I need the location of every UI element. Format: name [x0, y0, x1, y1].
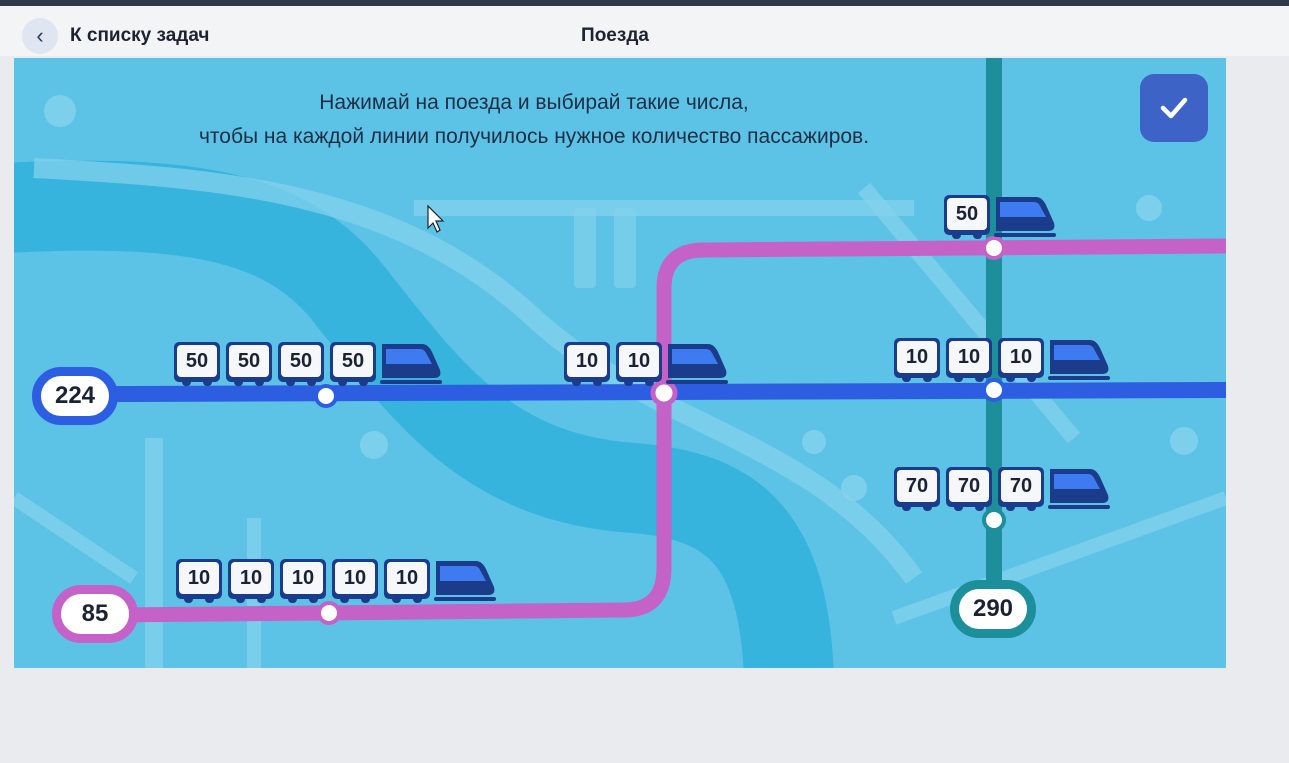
train-wagon[interactable]: 10: [280, 559, 326, 603]
train-wagon[interactable]: 10: [894, 338, 940, 382]
train-wagon[interactable]: 10: [176, 559, 222, 603]
wagon-value: 50: [281, 345, 321, 377]
wagon-wheels: [624, 380, 654, 386]
checkmark-icon: [1160, 97, 1188, 119]
station: [982, 236, 1006, 260]
dot: [44, 95, 76, 127]
wagon-value: 10: [387, 562, 427, 594]
check-button[interactable]: [1140, 74, 1208, 142]
wagon-wheels: [572, 380, 602, 386]
back-link[interactable]: К списку задач: [70, 25, 210, 46]
locomotive-icon[interactable]: [434, 557, 496, 603]
station: [982, 508, 1006, 532]
wagon-wheels: [288, 597, 318, 603]
locomotive-icon[interactable]: [1048, 336, 1110, 382]
river: [14, 160, 834, 668]
wagon-wheels: [340, 597, 370, 603]
road: [891, 491, 1226, 625]
wagon-value: 10: [231, 562, 271, 594]
dot: [841, 475, 867, 501]
station: [317, 601, 341, 625]
wagon-value: 50: [229, 345, 269, 377]
wagon-value: 50: [947, 198, 987, 230]
target-purple: 85: [52, 585, 138, 643]
locomotive-icon[interactable]: [380, 340, 442, 386]
wagon-wheels: [184, 597, 214, 603]
wagon-value: 70: [1001, 470, 1041, 502]
instruction-line-2: чтобы на каждой линии получилось нужное …: [198, 125, 870, 148]
locomotive-icon[interactable]: [994, 193, 1056, 239]
wagon-wheels: [1006, 376, 1036, 382]
train-wagon[interactable]: 10: [564, 342, 610, 386]
wagon-value: 70: [949, 470, 989, 502]
chevron-left-icon: ‹: [36, 23, 44, 48]
wagon-wheels: [338, 380, 368, 386]
wagon-value: 10: [949, 341, 989, 373]
dot: [360, 431, 388, 459]
station: [982, 378, 1006, 402]
train-wagon[interactable]: 10: [946, 338, 992, 382]
wagon-wheels: [952, 233, 982, 239]
wagon-value: 70: [897, 470, 937, 502]
wagon-value: 50: [333, 345, 373, 377]
train-wagon[interactable]: 10: [332, 559, 378, 603]
train-wagon[interactable]: 50: [330, 342, 376, 386]
purple-line: [113, 238, 1226, 623]
game-board: Нажимай на поезда и выбирай такие числа,…: [14, 58, 1226, 668]
instruction-line-1: Нажимай на поезда и выбирай такие числа,: [319, 91, 749, 114]
train-wagon[interactable]: 10: [998, 338, 1044, 382]
wagon-wheels: [236, 597, 266, 603]
wagon-value: 10: [179, 562, 219, 594]
wagon-value: 10: [619, 345, 659, 377]
dot: [1170, 427, 1198, 455]
wagon-wheels: [182, 380, 212, 386]
wagon-value: 10: [567, 345, 607, 377]
dot: [802, 430, 826, 454]
wagon-value: 10: [1001, 341, 1041, 373]
block: [574, 208, 596, 288]
wagon-value: 10: [897, 341, 937, 373]
target-blue: 224: [32, 367, 118, 425]
wagon-wheels: [234, 380, 264, 386]
metro-map: [14, 58, 1226, 668]
road: [33, 158, 923, 584]
train-wagon[interactable]: 70: [946, 467, 992, 511]
road: [14, 492, 138, 584]
mouse-cursor-icon: [427, 204, 445, 233]
wagon-wheels: [286, 380, 316, 386]
locomotive-icon[interactable]: [1048, 465, 1110, 511]
wagon-wheels: [902, 505, 932, 511]
train-wagon[interactable]: 10: [228, 559, 274, 603]
wagon-wheels: [392, 597, 422, 603]
train-wagon[interactable]: 10: [384, 559, 430, 603]
wagon-wheels: [902, 376, 932, 382]
train-wagon[interactable]: 50: [174, 342, 220, 386]
block: [614, 208, 636, 288]
station: [314, 384, 338, 408]
train-wagon[interactable]: 70: [998, 467, 1044, 511]
station: [650, 379, 678, 407]
train-wagon[interactable]: 10: [616, 342, 662, 386]
train-wagon[interactable]: 70: [894, 467, 940, 511]
instructions: Нажимай на поезда и выбирай такие числа,…: [124, 86, 944, 154]
target-teal: 290: [950, 580, 1036, 638]
wagon-value: 50: [177, 345, 217, 377]
wagon-wheels: [954, 505, 984, 511]
top-band: [0, 0, 1289, 6]
locomotive-icon[interactable]: [666, 340, 728, 386]
train-wagon[interactable]: 50: [944, 195, 990, 239]
wagon-wheels: [954, 376, 984, 382]
train-wagon[interactable]: 50: [278, 342, 324, 386]
header: ‹ К списку задач Поезда: [0, 6, 1289, 56]
wagon-wheels: [1006, 505, 1036, 511]
train-wagon[interactable]: 50: [226, 342, 272, 386]
back-button[interactable]: ‹: [22, 18, 58, 54]
page-title: Поезда: [581, 25, 649, 46]
dot: [1136, 195, 1162, 221]
wagon-value: 10: [283, 562, 323, 594]
wagon-value: 10: [335, 562, 375, 594]
